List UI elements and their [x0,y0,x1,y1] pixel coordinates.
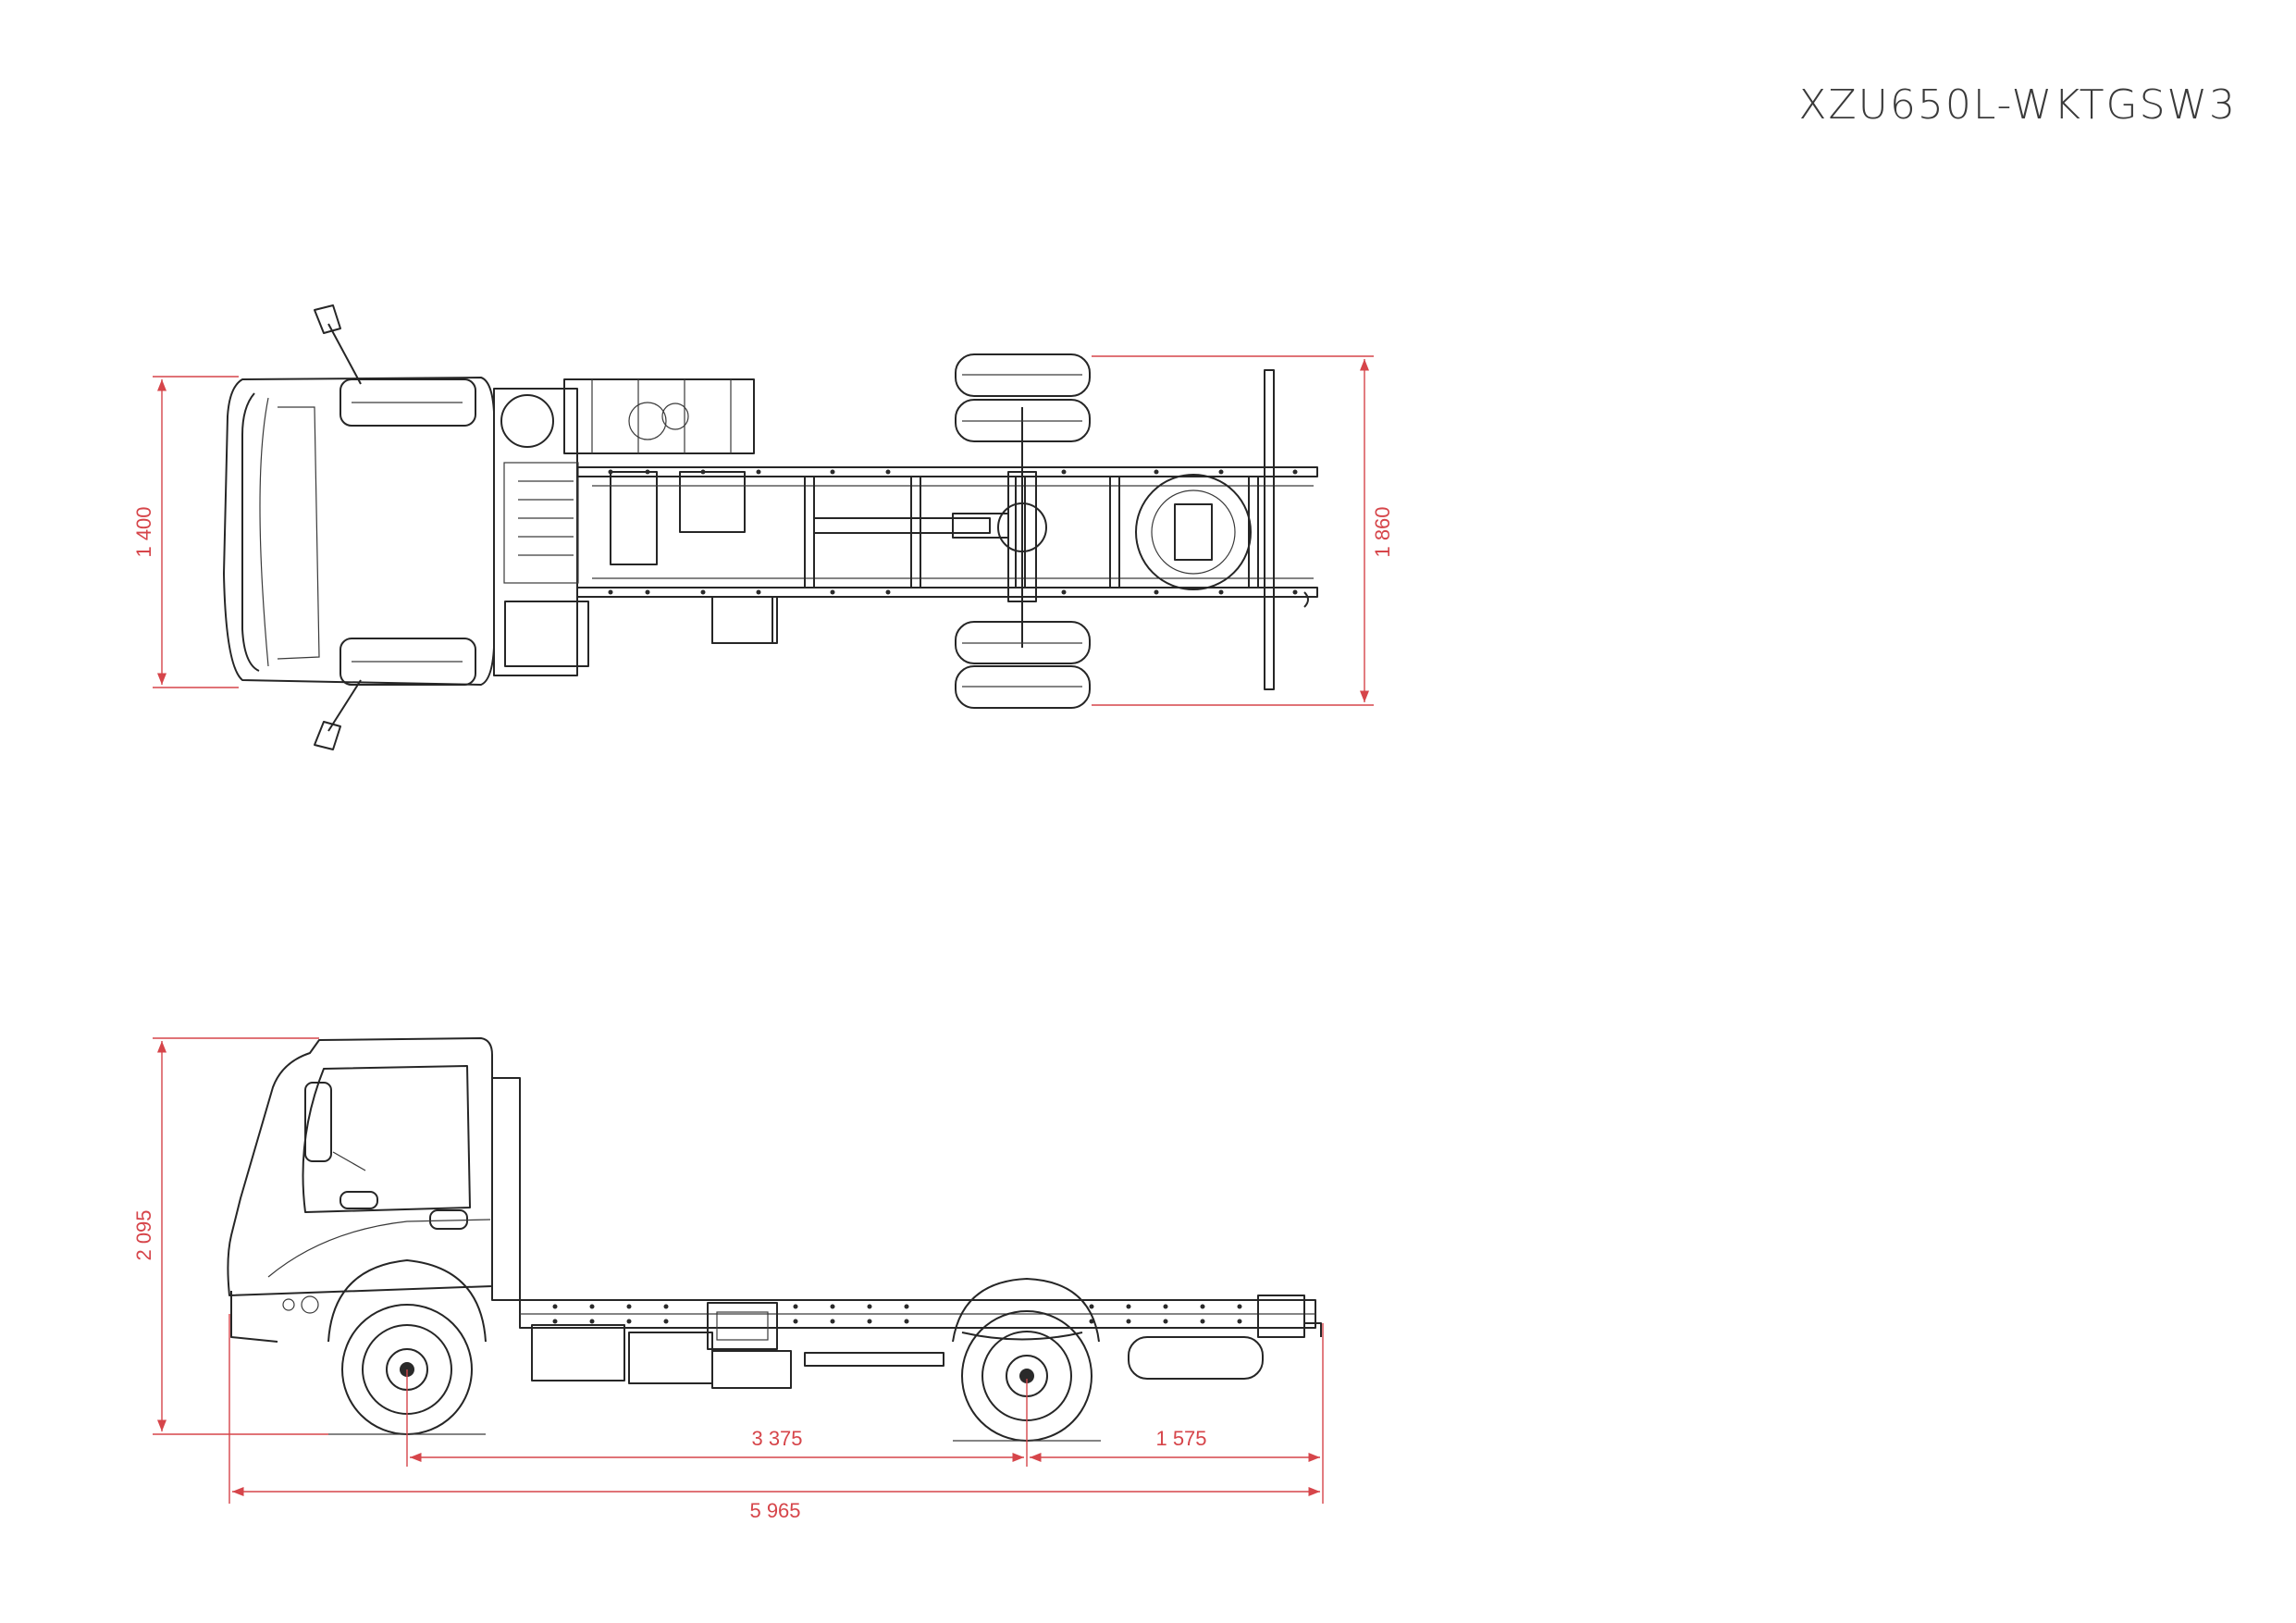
dimension-overall-width: 1 860 [1092,355,1394,706]
top-view-frame [576,369,1318,690]
side-view-frame [519,1295,1322,1389]
overall-width-label: 1 860 [1371,506,1394,557]
overall-height-label: 2 095 [132,1209,155,1260]
top-view-cab [223,304,495,750]
dimension-wheelbase: 3 375 [410,1427,1024,1463]
model-code-title: XZU650L-WKTGSW3 [1798,81,2237,129]
top-view-rear-wheels [955,353,1091,709]
dimension-rear-overhang: 1 575 [1030,1427,1320,1463]
overall-length-label: 5 965 [749,1499,800,1522]
dimension-overall-height: 2 095 [132,1037,328,1435]
rear-overhang-label: 1 575 [1155,1427,1206,1450]
wheelbase-label: 3 375 [751,1427,802,1450]
dimension-cab-width: 1 400 [132,376,239,688]
side-view: 2 095 3 375 1 575 5 965 [132,1037,1324,1522]
cab-width-label: 1 400 [132,506,155,557]
top-view: 1 400 1 860 [132,304,1394,750]
side-view-cab [227,1037,521,1343]
dimension-overall-length: 5 965 [232,1486,1320,1522]
top-view-engine-bay [493,378,778,676]
